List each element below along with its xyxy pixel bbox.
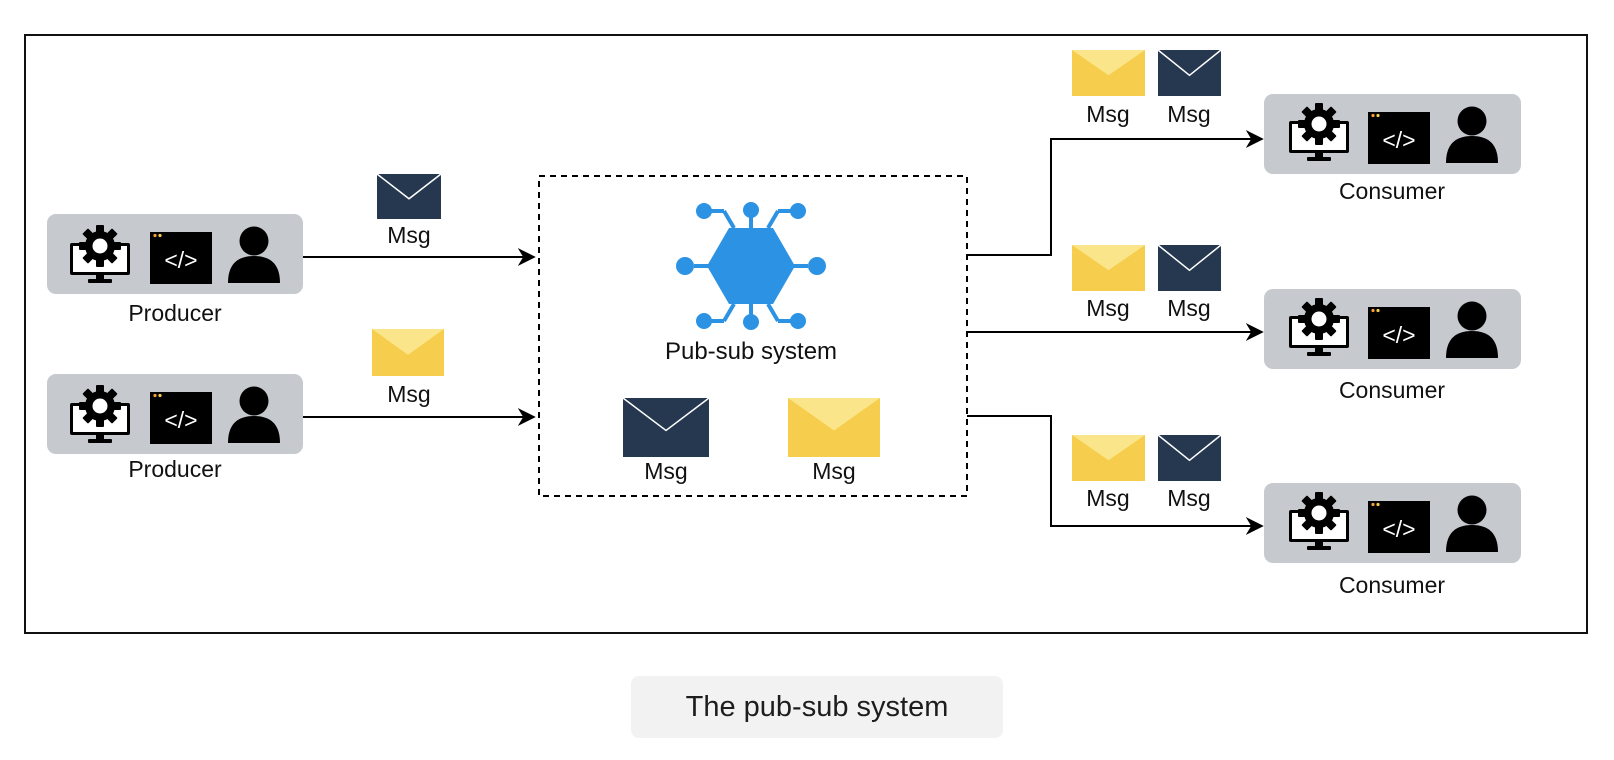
- msg-label: Msg: [1167, 101, 1211, 127]
- consumer-2: [1264, 289, 1521, 369]
- arrow-hub-to-consumer1: [967, 130, 1264, 256]
- producer-1: [47, 214, 303, 294]
- code-window-icon: [1368, 501, 1430, 553]
- consumer-1: [1264, 94, 1521, 174]
- consumer-label: Consumer: [1338, 377, 1446, 403]
- envelope-yellow-icon: [1072, 50, 1145, 96]
- pubsub-diagram: </> .prod .fill-main { fill: #2f8fe0; } …: [24, 34, 1588, 634]
- arrow-hub-to-consumer3: [967, 415, 1264, 535]
- envelope-dark-icon: [622, 397, 710, 457]
- envelopes: [372, 49, 1222, 481]
- msg-label: Msg: [387, 222, 431, 248]
- envelope-yellow-icon: [1072, 435, 1145, 481]
- code-window-icon: [150, 232, 212, 284]
- envelope-dark-icon: [1157, 434, 1222, 481]
- code-window-icon: [1368, 307, 1430, 359]
- code-window-icon: [1368, 112, 1430, 164]
- consumer-label: Consumer: [1338, 178, 1446, 204]
- envelope-dark-icon: [1157, 244, 1222, 291]
- envelope-yellow-icon: [788, 398, 880, 457]
- msg-label: Msg: [1086, 485, 1130, 511]
- consumer-label: Consumer: [1338, 572, 1446, 598]
- pubsub-system-boundary: [538, 175, 968, 497]
- hub-hexagon-icon: [676, 202, 826, 330]
- envelope-yellow-icon: [1072, 245, 1145, 291]
- hub-label: Pub-sub system: [664, 338, 838, 365]
- msg-label: Msg: [1086, 101, 1130, 127]
- msg-label: Msg: [812, 458, 856, 484]
- figure-caption: The pub-sub system: [631, 676, 1003, 738]
- msg-label: Msg: [1086, 295, 1130, 321]
- envelope-dark-icon: [1157, 49, 1222, 96]
- producer-label: Producer: [128, 456, 222, 482]
- envelope-dark-icon: [376, 173, 442, 219]
- consumer-3: [1264, 483, 1521, 563]
- envelope-yellow-icon: [372, 329, 444, 376]
- producer-label: Producer: [128, 300, 222, 326]
- code-window-icon: [150, 392, 212, 444]
- msg-label: Msg: [387, 381, 431, 407]
- producer-2: [47, 374, 303, 454]
- connectors: [303, 130, 1264, 535]
- msg-label: Msg: [1167, 485, 1211, 511]
- msg-label: Msg: [644, 458, 688, 484]
- msg-label: Msg: [1167, 295, 1211, 321]
